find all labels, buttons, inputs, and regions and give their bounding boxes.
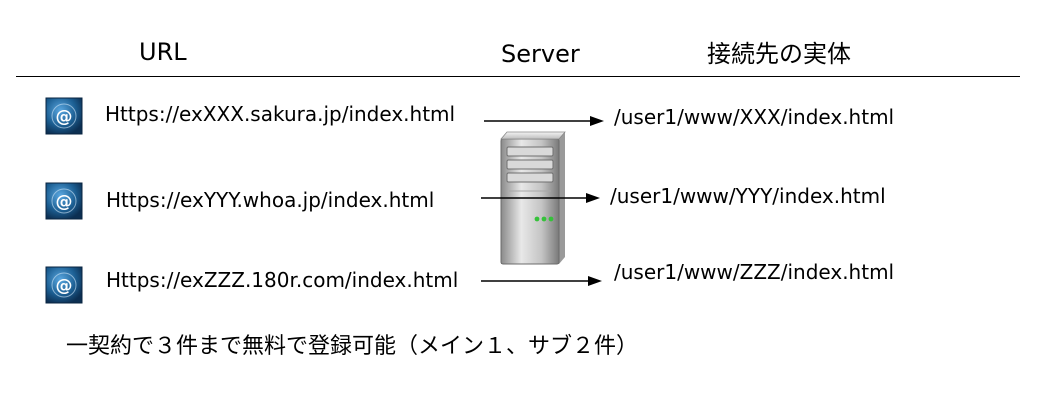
url-label: Https://exXXX.sakura.jp/index.html bbox=[105, 102, 456, 126]
svg-text:@: @ bbox=[56, 276, 73, 296]
column-header-url: URL bbox=[139, 38, 187, 66]
svg-text:@: @ bbox=[56, 107, 73, 127]
arrow-head bbox=[586, 193, 600, 203]
target-path: /user1/www/XXX/index.html bbox=[614, 105, 895, 129]
url-label: Https://exZZZ.180r.com/index.html bbox=[106, 268, 459, 292]
svg-text:@: @ bbox=[56, 192, 73, 212]
at-sign-globe-icon: @ bbox=[45, 182, 83, 220]
at-sign-globe-icon: @ bbox=[45, 97, 83, 135]
footnote: 一契約で３件まで無料で登録可能（メイン１、サブ２件） bbox=[66, 334, 639, 359]
column-header-server: Server bbox=[501, 40, 580, 68]
arrow-head bbox=[590, 116, 604, 126]
url-label: Https://exYYY.whoa.jp/index.html bbox=[106, 188, 435, 212]
server-tower-icon bbox=[500, 131, 566, 265]
at-sign-globe-icon: @ bbox=[45, 266, 83, 304]
target-path: /user1/www/YYY/index.html bbox=[610, 184, 886, 208]
target-path: /user1/www/ZZZ/index.html bbox=[614, 260, 895, 284]
arrow-head bbox=[588, 276, 602, 286]
column-header-target: 接続先の実体 bbox=[707, 40, 851, 68]
header-divider bbox=[16, 76, 1020, 77]
